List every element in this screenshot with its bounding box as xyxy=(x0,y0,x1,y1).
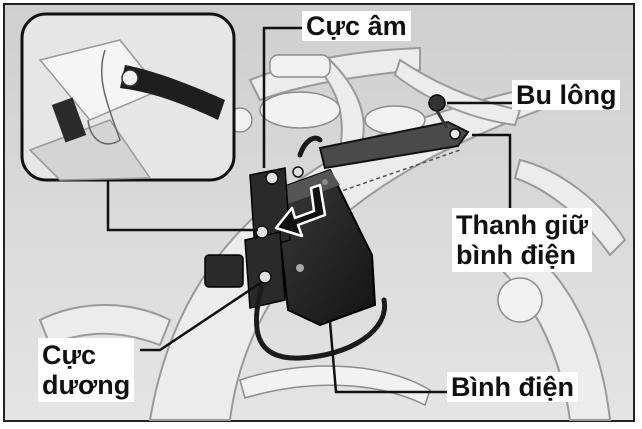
battery-hold-bar xyxy=(318,120,470,196)
label-positive-terminal: Cực dương xyxy=(38,338,135,402)
leader-lines xyxy=(106,26,512,394)
bolt xyxy=(428,94,449,129)
label-positive-terminal-line1: Cực xyxy=(42,340,97,370)
engine-details xyxy=(227,54,543,407)
direction-arrow xyxy=(274,183,327,238)
label-battery-hold-bar-line1: Thanh giữ xyxy=(456,210,589,240)
terminal-screws xyxy=(255,166,304,284)
battery xyxy=(273,168,377,327)
label-positive-terminal-line2: dương xyxy=(42,370,131,400)
chassis-frame xyxy=(38,46,627,421)
label-bolt: Bu lông xyxy=(512,80,621,110)
label-battery: Bình điện xyxy=(447,372,578,402)
label-battery-hold-bar-line2: bình điện xyxy=(456,240,576,270)
label-battery-hold-bar: Thanh giữ bình điện xyxy=(452,208,593,272)
label-negative-terminal: Cực âm xyxy=(302,11,411,41)
inset-detail xyxy=(20,12,236,182)
cables xyxy=(254,135,388,361)
